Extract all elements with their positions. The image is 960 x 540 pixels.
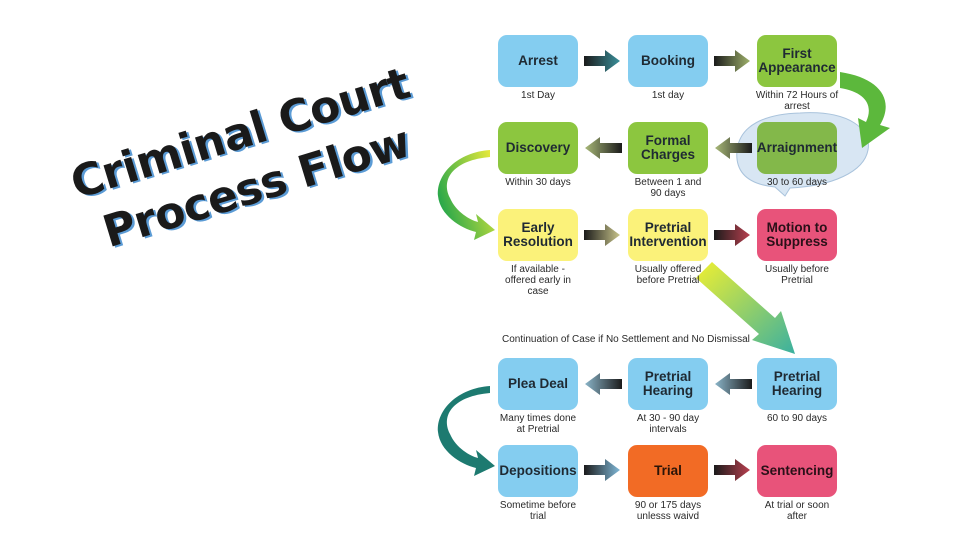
curve-arrow-plea-to-depositions xyxy=(437,386,495,476)
step-caption: 90 or 175 days unlesss waivd xyxy=(634,500,702,522)
step-trial: Trial xyxy=(628,445,708,497)
step-formal-charges: Formal Charges xyxy=(628,122,708,174)
step-label: Arraignment xyxy=(756,140,838,155)
arrow-depositions-to-trial xyxy=(584,459,620,481)
arrow-trial-to-sentencing xyxy=(714,459,750,481)
step-caption: Within 30 days xyxy=(505,177,571,188)
step-caption: 60 to 90 days xyxy=(766,413,828,424)
arrow-hearing-to-plea xyxy=(585,373,622,395)
step-label: Discovery xyxy=(505,140,571,155)
arrow-arraignment-to-formal xyxy=(715,137,752,159)
arrow-early-to-pretrial-intervention xyxy=(584,224,620,246)
step-caption: 1st day xyxy=(651,90,685,101)
step-first-appearance: First Appearance xyxy=(757,35,837,87)
step-discovery: Discovery xyxy=(498,122,578,174)
arrow-arrest-to-booking xyxy=(584,50,620,72)
step-caption: Usually offered before Pretrial xyxy=(634,264,702,286)
step-sentencing: Sentencing xyxy=(757,445,837,497)
continuation-note: Continuation of Case if No Settlement an… xyxy=(502,334,750,345)
step-pretrial-hearing-repeat: Pretrial Hearing xyxy=(628,358,708,410)
arrow-intervention-to-motion xyxy=(714,224,750,246)
step-arrest: Arrest xyxy=(498,35,578,87)
step-early-resolution: Early Resolution xyxy=(498,209,578,261)
step-label: Pretrial Hearing xyxy=(771,369,823,398)
step-label: Sentencing xyxy=(760,463,834,478)
step-caption: 30 to 60 days xyxy=(766,177,828,188)
arrow-formal-to-discovery xyxy=(585,137,622,159)
step-depositions: Depositions xyxy=(498,445,578,497)
step-label: Pretrial Intervention xyxy=(629,220,707,249)
step-label: Pretrial Hearing xyxy=(642,369,694,398)
step-label: Arrest xyxy=(518,53,558,68)
step-caption: Many times done at Pretrial xyxy=(499,413,577,435)
step-caption: Between 1 and 90 days xyxy=(634,177,702,199)
step-caption: Sometime before trial xyxy=(499,500,577,522)
arrow-hearing-to-hearing xyxy=(715,373,752,395)
step-caption: If available - offered early in case xyxy=(505,264,571,297)
step-pretrial-intervention: Pretrial Intervention xyxy=(628,209,708,261)
step-label: Trial xyxy=(654,463,682,478)
step-motion-to-suppress: Motion to Suppress xyxy=(757,209,837,261)
step-booking: Booking xyxy=(628,35,708,87)
step-caption: At 30 - 90 day intervals xyxy=(636,413,700,435)
step-label: Formal Charges xyxy=(640,133,696,162)
step-caption: Usually before Pretrial xyxy=(765,264,829,286)
step-label: Booking xyxy=(641,53,695,68)
curve-arrow-discovery-to-early xyxy=(437,150,495,240)
arrow-booking-to-first-appearance xyxy=(714,50,750,72)
step-caption: Within 72 Hours of arrest xyxy=(755,90,839,112)
step-caption: At trial or soon after xyxy=(764,500,830,522)
step-caption: 1st Day xyxy=(521,90,555,101)
step-plea-deal: Plea Deal xyxy=(498,358,578,410)
step-label: Early Resolution xyxy=(503,220,573,249)
step-label: First Appearance xyxy=(758,46,836,75)
diagonal-arrow-to-pretrial-hearing xyxy=(696,262,795,354)
curve-arrow-first-to-arraignment xyxy=(840,72,890,148)
step-label: Motion to Suppress xyxy=(766,220,828,249)
step-pretrial-hearing-first: Pretrial Hearing xyxy=(757,358,837,410)
step-label: Plea Deal xyxy=(507,376,569,391)
step-label: Depositions xyxy=(499,463,577,478)
step-arraignment: Arraignment xyxy=(757,122,837,174)
